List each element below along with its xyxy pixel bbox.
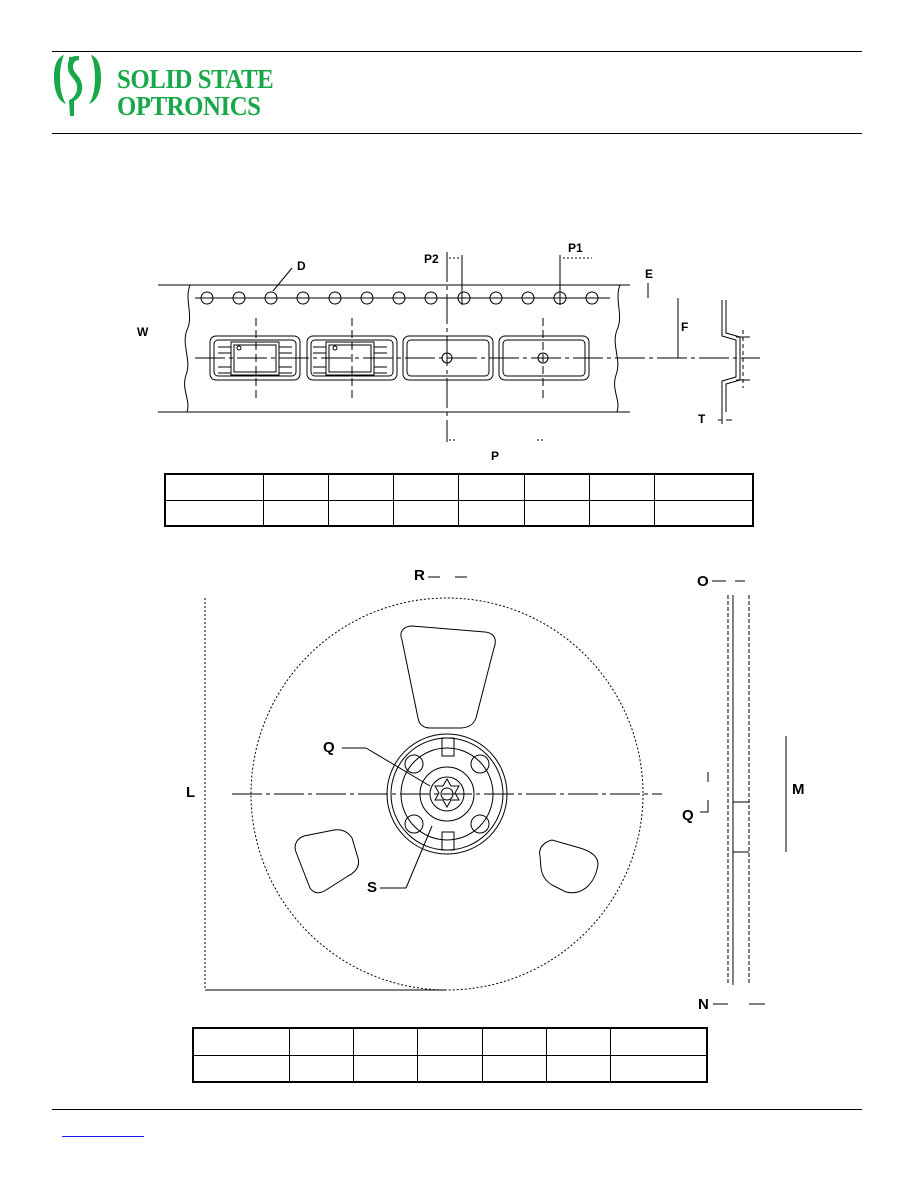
table-row (164, 473, 754, 501)
dim-label-q-front: Q (323, 739, 335, 756)
table-row (192, 1054, 708, 1083)
dim-label-m: M (792, 781, 805, 798)
dim-label-p2: P2 (424, 252, 439, 266)
dim-label-r: R (414, 567, 425, 584)
header-bottom-rule (52, 133, 862, 134)
table-row (164, 499, 754, 527)
dim-label-o: O (697, 573, 709, 590)
dim-label-s: S (367, 879, 378, 896)
header-top-rule (52, 51, 862, 52)
tape-dimension-table (164, 473, 754, 527)
dim-label-q-side: Q (682, 807, 694, 824)
dim-label-f: F (681, 320, 689, 334)
table-row (192, 1027, 708, 1056)
footer-link-underline[interactable] (62, 1136, 144, 1137)
footer-rule (52, 1109, 862, 1110)
reel-dimension-table (192, 1027, 708, 1083)
dim-label-w: W (137, 325, 149, 339)
dim-label-p1: P1 (568, 241, 583, 255)
dim-label-l: L (186, 784, 196, 801)
dim-label-n: N (698, 996, 709, 1013)
dim-label-d: D (297, 259, 306, 273)
dim-label-t: T (698, 412, 706, 426)
dim-label-p: P (491, 449, 500, 463)
company-name-line2: OPTRONICS (117, 91, 261, 121)
company-name-line1: SOLID STATE (117, 64, 274, 94)
dim-label-e: E (645, 267, 654, 281)
